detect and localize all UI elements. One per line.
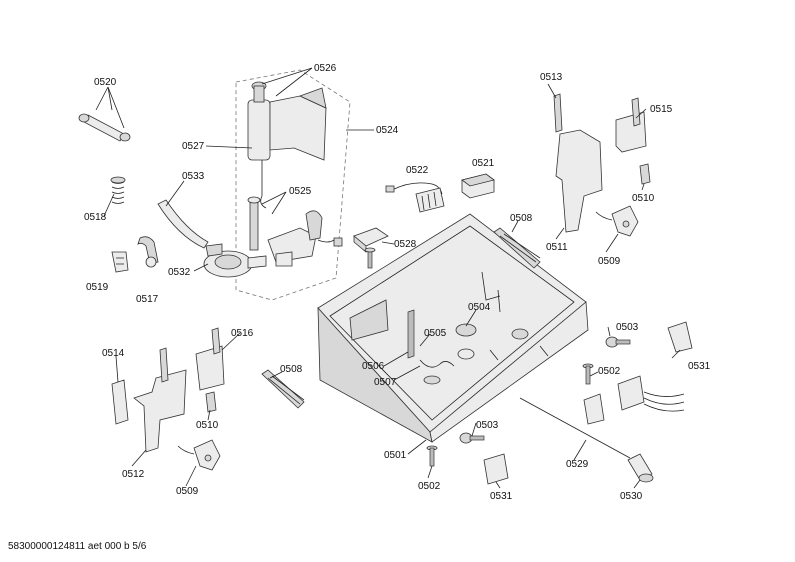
part-0531-clip [667, 321, 693, 353]
part-0531-clip-lower [483, 453, 509, 485]
part-0529-rod [519, 397, 631, 459]
part-0510-clip-lower [205, 391, 217, 413]
part-0502-screw [582, 363, 594, 385]
part-0519-clip [111, 251, 129, 273]
callout-0503-lower: 0503 [476, 420, 499, 431]
callout-0504: 0504 [468, 302, 491, 313]
part-0510-clip [639, 163, 651, 185]
callout-0502-lower: 0502 [418, 481, 441, 492]
callout-0529: 0529 [566, 459, 589, 470]
callout-0521: 0521 [472, 158, 495, 169]
part-0517-corrugated-hose [137, 236, 159, 268]
callout-0531-lower: 0531 [490, 491, 513, 502]
part-0515-bracket [615, 97, 647, 153]
callout-0527: 0527 [182, 141, 205, 152]
part-0533-hose [157, 199, 209, 249]
callout-0517: 0517 [136, 294, 159, 305]
callout-0518: 0518 [84, 212, 107, 223]
part-0518-spring [110, 176, 126, 204]
part-0520-tube-with-clamps [78, 113, 131, 142]
callout-0531-right: 0531 [688, 361, 711, 372]
leader-lines [95, 67, 681, 489]
callout-0525: 0525 [289, 186, 312, 197]
callout-0510-lower: 0510 [196, 420, 219, 431]
part-0511-support-bracket [553, 93, 603, 233]
part-0502-screw-lower [426, 445, 438, 467]
part-0501-base-tub [317, 213, 589, 443]
connector-harness [583, 375, 685, 425]
callout-0516: 0516 [231, 328, 254, 339]
part-0525-heater-group [247, 196, 343, 267]
part-0512-support-bracket [133, 347, 187, 453]
callout-0533: 0533 [182, 171, 205, 182]
callout-0508-top: 0508 [510, 213, 533, 224]
callout-0510-top: 0510 [632, 193, 655, 204]
part-0528-bracket [353, 227, 389, 269]
callout-0526: 0526 [314, 63, 337, 74]
part-0514-mount-plate [111, 379, 129, 425]
callout-0520: 0520 [94, 77, 117, 88]
part-0522-sensor-cable [385, 182, 445, 213]
part-0503-screw-lower [459, 432, 485, 444]
part-0516-bracket [195, 327, 225, 391]
part-0509-switch [595, 205, 639, 237]
callout-0530: 0530 [620, 491, 643, 502]
callout-0514: 0514 [102, 348, 125, 359]
document-footer: 58300000124811 aet 000 b 5/6 [8, 541, 147, 552]
part-0503-screw [605, 336, 631, 348]
callout-0522: 0522 [406, 165, 429, 176]
callout-0519: 0519 [86, 282, 109, 293]
callout-0503-right: 0503 [616, 322, 639, 333]
part-0508-cable-harness-lower [261, 369, 305, 409]
part-0521-cover-cap [461, 173, 495, 199]
callout-0502-right: 0502 [598, 366, 621, 377]
part-0527-pump-motor [247, 81, 327, 209]
part-0530-foot-cap [627, 453, 654, 483]
callout-0511: 0511 [546, 242, 568, 253]
callout-0515: 0515 [650, 104, 673, 115]
part-0508-cable-harness [493, 227, 541, 269]
callout-0528: 0528 [394, 239, 417, 250]
callout-0524: 0524 [376, 125, 399, 136]
part-0532-pump-housing [203, 243, 267, 278]
callout-0506: 0506 [362, 361, 385, 372]
callout-0501: 0501 [384, 450, 407, 461]
callout-0532: 0532 [168, 267, 191, 278]
callout-0509-top: 0509 [598, 256, 621, 267]
callout-0505: 0505 [424, 328, 447, 339]
callout-labels: 0526 0520 0527 0524 0533 0525 0518 0532 … [84, 63, 711, 502]
callout-0508-lower: 0508 [280, 364, 303, 375]
callout-0513: 0513 [540, 72, 563, 83]
pump-assembly-frame [235, 69, 351, 301]
part-0509-switch-lower [177, 439, 221, 471]
callout-0509-lower: 0509 [176, 486, 199, 497]
callout-0507: 0507 [374, 377, 397, 388]
callout-0512: 0512 [122, 469, 145, 480]
